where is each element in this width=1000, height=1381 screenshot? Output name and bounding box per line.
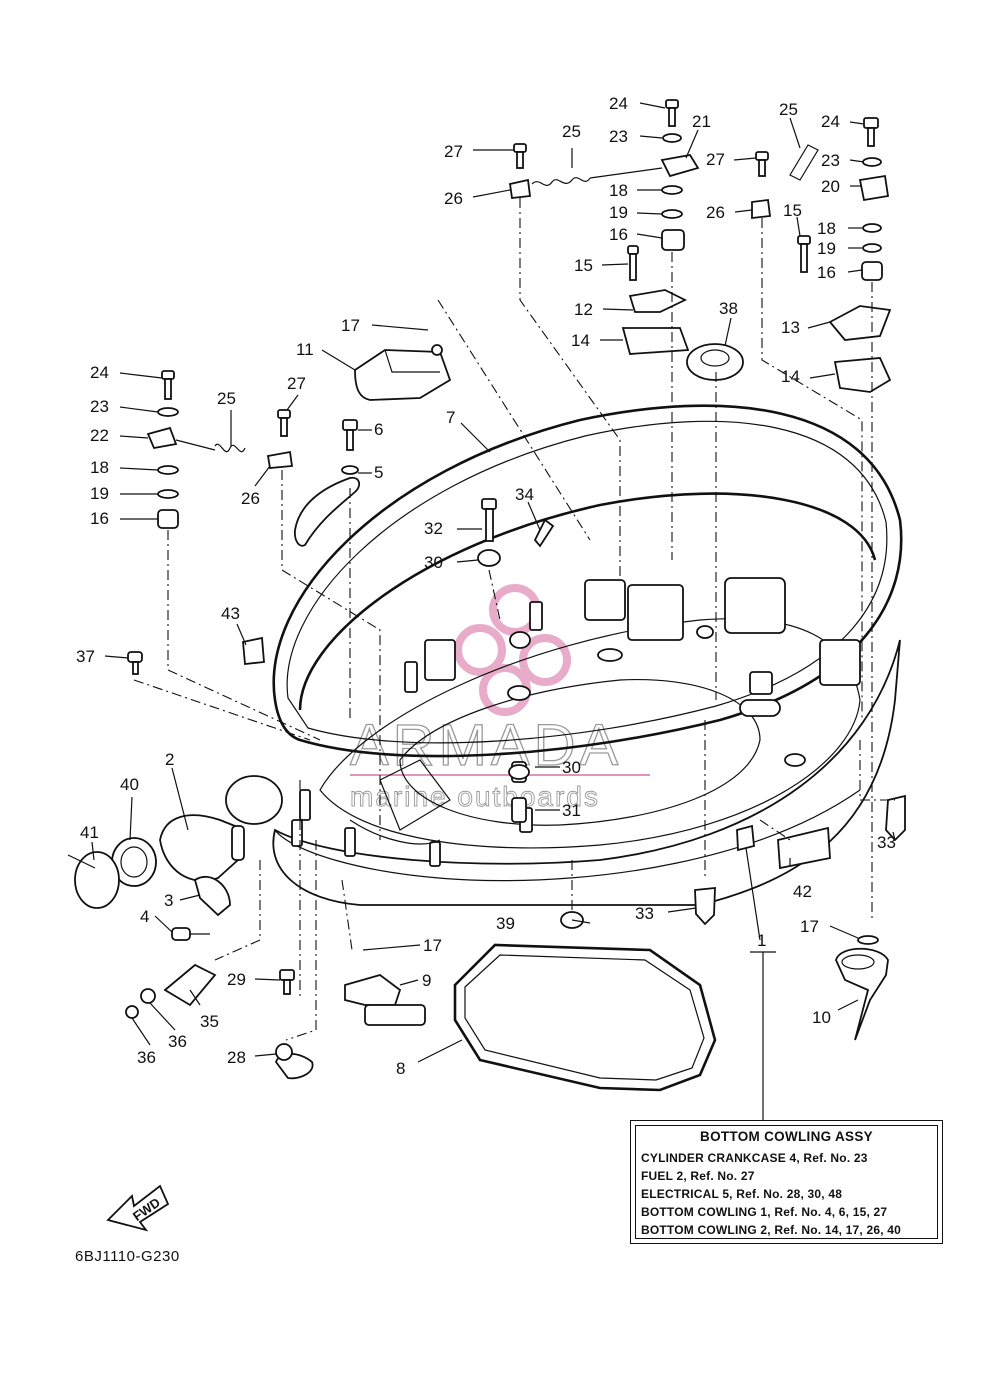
- callout-37: 37: [76, 647, 95, 666]
- bottom-cowling: [272, 404, 903, 906]
- upper-right-cluster: [751, 117, 892, 393]
- legend-title: BOTTOM COWLING ASSY: [700, 1129, 873, 1144]
- callout-11: 11: [296, 340, 314, 359]
- callout-12: 12: [574, 300, 593, 319]
- callout-27: 27: [444, 142, 463, 161]
- callout-33-mid: 33: [635, 904, 654, 923]
- center-bolt-group: [477, 498, 555, 567]
- callout-6: 6: [374, 420, 383, 439]
- callout-18-left: 18: [90, 458, 109, 477]
- callout-32: 32: [424, 519, 443, 538]
- callout-numbers: 24 23 21 25 27 26 18 19 16 15 12 14 38 2…: [76, 94, 896, 1078]
- callout-42: 42: [793, 882, 812, 901]
- leader-lines: [91, 102, 896, 1120]
- callout-9: 9: [422, 971, 431, 990]
- callout-8: 8: [396, 1059, 405, 1078]
- callout-27-left: 27: [287, 374, 306, 393]
- callout-17-right: 17: [800, 917, 819, 936]
- callout-5: 5: [374, 463, 383, 482]
- callout-15-right: 15: [783, 201, 802, 220]
- callout-14-right: 14: [781, 367, 800, 386]
- callout-31: 31: [562, 801, 581, 820]
- callout-3: 3: [164, 891, 173, 910]
- callout-25: 25: [562, 122, 581, 141]
- callout-36-a: 36: [168, 1032, 187, 1051]
- callout-43: 43: [221, 604, 240, 623]
- callout-24: 24: [609, 94, 628, 113]
- callout-17-mid: 17: [423, 936, 442, 955]
- callout-14: 14: [571, 331, 590, 350]
- lower-middle-parts: [125, 764, 717, 1092]
- drawing-code: 6BJ1110-G230: [75, 1248, 180, 1265]
- callout-16-left: 16: [90, 509, 109, 528]
- callout-36-b: 36: [137, 1048, 156, 1067]
- callout-1: 1: [757, 931, 766, 950]
- callout-24-left: 24: [90, 363, 109, 382]
- callout-16: 16: [609, 225, 628, 244]
- legend-row: FUEL 2, Ref. No. 27: [641, 1169, 755, 1183]
- callout-26-right: 26: [706, 203, 725, 222]
- callout-35: 35: [200, 1012, 219, 1031]
- callout-26-left: 26: [241, 489, 260, 508]
- callout-18: 18: [609, 181, 628, 200]
- callout-4: 4: [140, 907, 149, 926]
- right-lower-parts: [694, 794, 906, 1041]
- callout-20: 20: [821, 177, 840, 196]
- legend-row: BOTTOM COWLING 1, Ref. No. 4, 6, 15, 27: [641, 1205, 888, 1219]
- callout-15: 15: [574, 256, 593, 275]
- watermark-brand: ARMADA: [350, 713, 622, 778]
- callout-21: 21: [692, 112, 711, 131]
- callout-13: 13: [781, 318, 800, 337]
- callout-23: 23: [609, 127, 628, 146]
- callout-28: 28: [227, 1048, 246, 1067]
- callout-30-top: 30: [424, 553, 443, 572]
- callout-19: 19: [609, 203, 628, 222]
- callout-22: 22: [90, 426, 109, 445]
- left-hardware-stack: [146, 370, 294, 529]
- callout-18-right: 18: [817, 219, 836, 238]
- callout-38: 38: [719, 299, 738, 318]
- callout-17-top: 17: [341, 316, 360, 335]
- callout-26: 26: [444, 189, 463, 208]
- callout-41: 41: [80, 823, 99, 842]
- callout-27-right: 27: [706, 150, 725, 169]
- callout-25-right: 25: [779, 100, 798, 119]
- callout-16-right: 16: [817, 263, 836, 282]
- callout-23-right: 23: [821, 151, 840, 170]
- upper-middle-cluster: [508, 99, 700, 355]
- callout-40: 40: [120, 775, 139, 794]
- callout-29: 29: [227, 970, 246, 989]
- legend-row: CYLINDER CRANKCASE 4, Ref. No. 23: [641, 1151, 868, 1165]
- callout-39: 39: [496, 914, 515, 933]
- callout-24-right: 24: [821, 112, 840, 131]
- legend-box: BOTTOM COWLING ASSY CYLINDER CRANKCASE 4…: [630, 1120, 943, 1244]
- callout-33-right: 33: [877, 833, 896, 852]
- callout-19-right: 19: [817, 239, 836, 258]
- callout-19-left: 19: [90, 484, 109, 503]
- part-38-grommet: [686, 343, 744, 381]
- legend-row: BOTTOM COWLING 2, Ref. No. 14, 17, 26, 4…: [641, 1223, 902, 1237]
- legend-rows: CYLINDER CRANKCASE 4, Ref. No. 23 FUEL 2…: [641, 1149, 936, 1239]
- callout-10: 10: [812, 1008, 831, 1027]
- part-11-cover: [354, 344, 452, 401]
- callout-34: 34: [515, 485, 534, 504]
- fwd-arrow-icon: FWD: [106, 1184, 170, 1232]
- legend-inner-border: [635, 1125, 938, 1239]
- part-5-bracket: [294, 419, 361, 547]
- legend-row: ELECTRICAL 5, Ref. No. 28, 30, 48: [641, 1187, 843, 1201]
- left-lower-parts: [67, 636, 283, 941]
- callout-7: 7: [446, 408, 455, 427]
- callout-23-left: 23: [90, 397, 109, 416]
- callout-25-left: 25: [217, 389, 236, 408]
- callout-30-mid: 30: [562, 758, 581, 777]
- watermark-logo: ARMADA marine outboards: [349, 584, 650, 812]
- callout-2: 2: [165, 750, 174, 769]
